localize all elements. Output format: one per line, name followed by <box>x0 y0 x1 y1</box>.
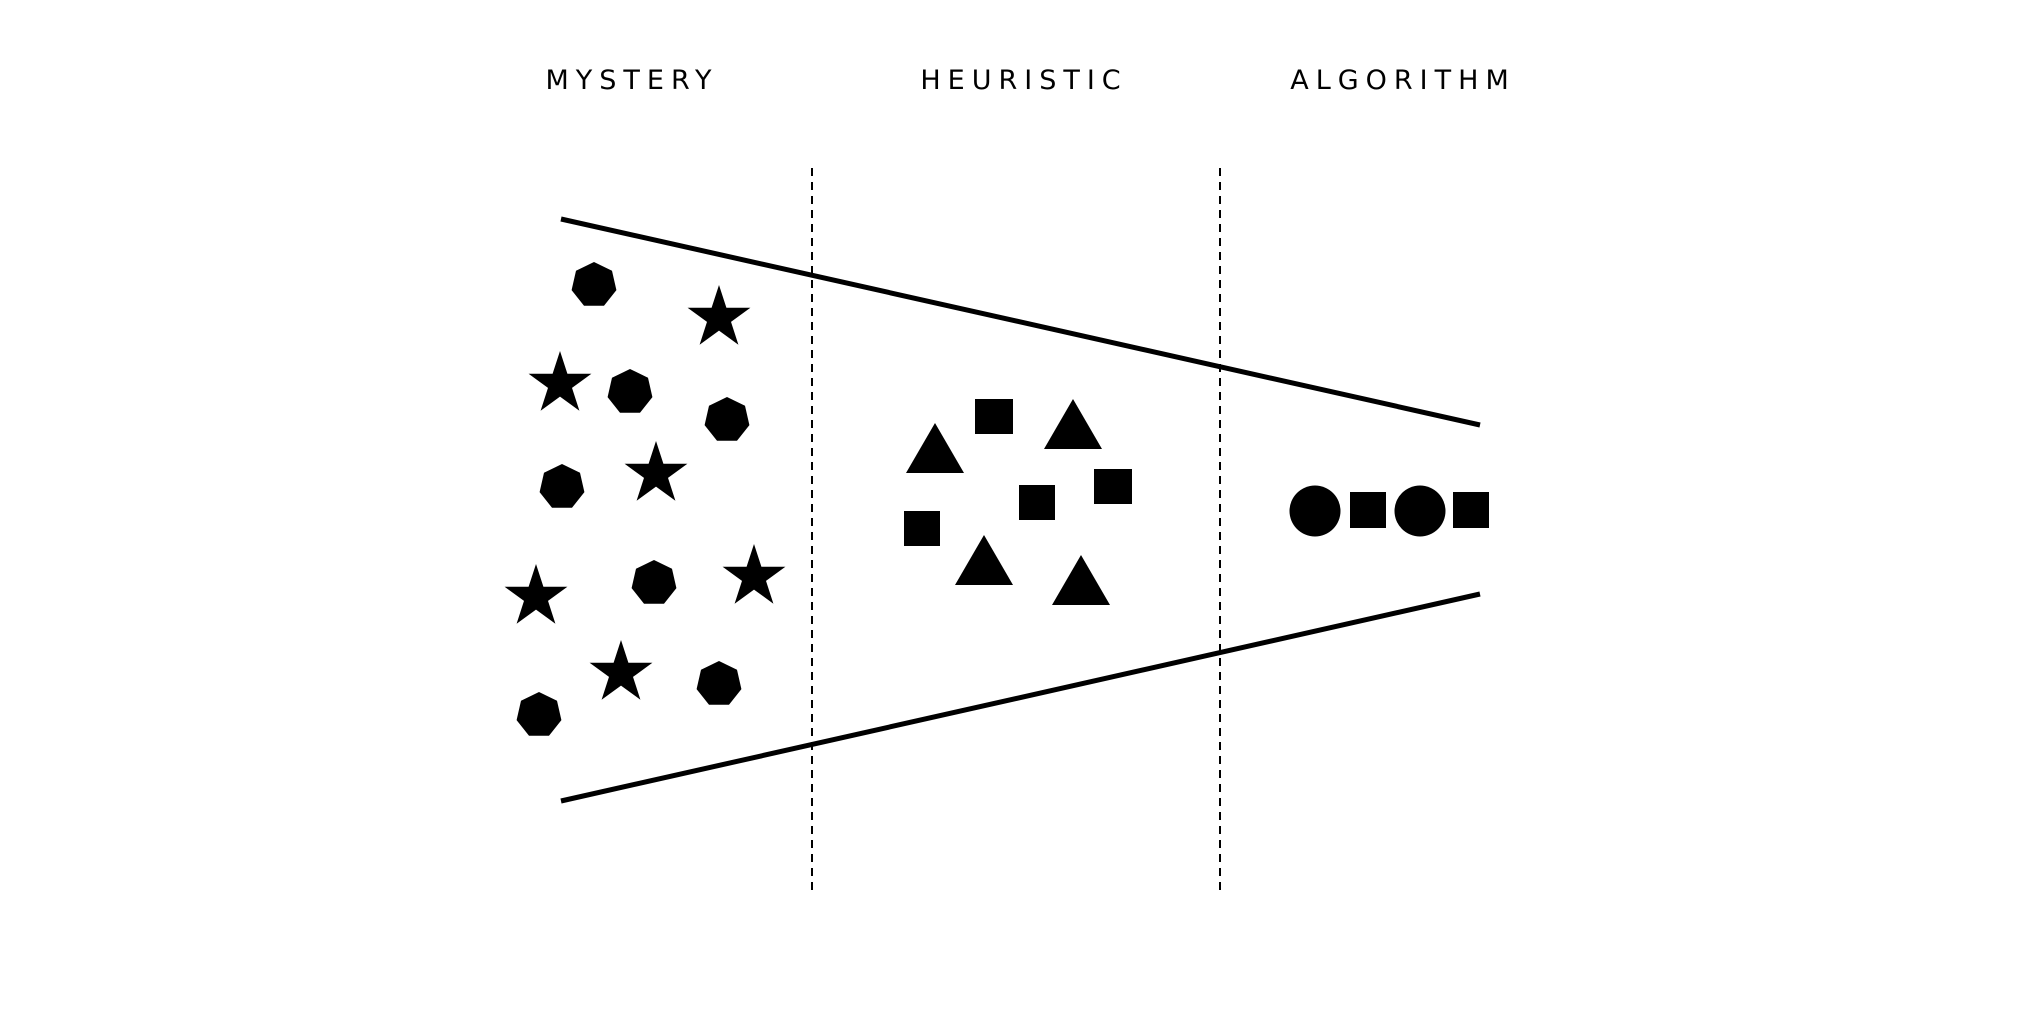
square-icon <box>975 399 1013 434</box>
heptagon-icon <box>571 262 617 306</box>
triangle-icon <box>1052 555 1110 605</box>
square-icon <box>1350 492 1386 528</box>
square-icon <box>1094 469 1132 504</box>
square-icon <box>1019 485 1055 520</box>
mystery-shapes <box>504 262 786 736</box>
star-icon <box>624 441 688 501</box>
heptagon-icon <box>607 369 653 413</box>
heptagon-icon <box>696 661 742 705</box>
algorithm-shapes <box>1289 485 1489 537</box>
triangle-icon <box>955 535 1013 585</box>
circle-icon <box>1394 485 1446 537</box>
square-icon <box>904 511 940 546</box>
star-icon <box>528 351 592 411</box>
triangle-icon <box>906 423 964 473</box>
circle-icon <box>1289 485 1341 537</box>
square-icon <box>1453 492 1489 528</box>
triangle-icon <box>1044 399 1102 449</box>
heptagon-icon <box>516 692 562 736</box>
star-icon <box>589 640 653 700</box>
stage-label-heuristic: HEURISTIC <box>920 65 1127 96</box>
funnel-bottom-edge <box>560 591 1481 804</box>
star-icon <box>687 285 751 345</box>
star-icon <box>722 544 786 604</box>
heptagon-icon <box>704 397 750 441</box>
stage-label-algorithm: ALGORITHM <box>1290 65 1516 96</box>
heptagon-icon <box>539 464 585 508</box>
star-icon <box>504 564 568 624</box>
stage-label-mystery: MYSTERY <box>545 65 718 96</box>
heptagon-icon <box>631 560 677 604</box>
funnel-top-edge <box>560 216 1481 428</box>
heuristic-shapes <box>904 399 1132 605</box>
